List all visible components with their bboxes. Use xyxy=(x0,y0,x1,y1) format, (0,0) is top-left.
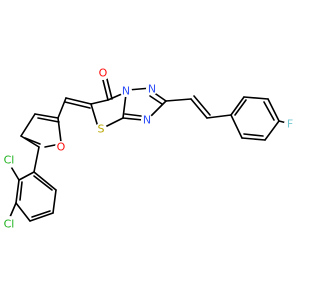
bond xyxy=(33,171,57,191)
nitrogen-label: N xyxy=(120,85,132,98)
atom-O-1: O xyxy=(99,67,108,80)
bond xyxy=(52,189,57,214)
chlorine-label: Cl xyxy=(1,216,17,232)
bonds xyxy=(9,78,288,222)
molecule-canvas: O N N N S O Cl Cl xyxy=(1,66,296,232)
bond xyxy=(230,96,245,116)
bond xyxy=(234,99,247,116)
bond xyxy=(90,103,99,128)
bond xyxy=(44,144,56,148)
bond xyxy=(29,212,54,222)
oxygen-carbonyl-label: O xyxy=(96,66,110,80)
bond xyxy=(90,99,109,105)
nitrogen-label: N xyxy=(141,114,153,127)
bond xyxy=(165,98,192,102)
bond xyxy=(230,114,243,139)
bond xyxy=(104,117,124,128)
bond xyxy=(64,101,91,109)
atom-labels: O N N N S O Cl Cl xyxy=(1,66,296,232)
bond xyxy=(243,133,264,137)
bond xyxy=(122,93,127,119)
bond xyxy=(15,202,31,222)
bond xyxy=(263,101,275,121)
bond xyxy=(241,137,266,141)
bond xyxy=(193,95,211,116)
bond xyxy=(33,146,40,173)
bond xyxy=(267,98,280,122)
bond xyxy=(18,171,35,181)
bond xyxy=(15,179,20,204)
atom-Cl-2: Cl xyxy=(4,218,15,231)
atom-N-1: N xyxy=(122,85,130,98)
bond xyxy=(31,210,51,218)
bond xyxy=(33,175,53,191)
bond xyxy=(149,100,167,118)
bond xyxy=(190,98,208,119)
bond xyxy=(122,117,144,121)
atom-O-2: O xyxy=(57,141,66,154)
bond xyxy=(206,114,232,119)
atom-N-3: N xyxy=(143,114,151,127)
bond xyxy=(37,117,60,123)
bond xyxy=(9,202,17,218)
bond xyxy=(20,113,36,137)
bond xyxy=(65,97,92,105)
structure-diagram: O N N N S O Cl Cl xyxy=(1,66,296,232)
bond xyxy=(243,96,269,100)
sulfur-label: S xyxy=(95,123,107,136)
oxygen-furan-label: O xyxy=(55,141,67,154)
bond xyxy=(264,120,280,141)
atom-Cl-1: Cl xyxy=(4,154,15,167)
fluorine-label: F xyxy=(284,118,296,131)
chlorine-label: Cl xyxy=(1,152,17,168)
bond xyxy=(124,113,142,117)
bond xyxy=(106,78,113,100)
bond xyxy=(149,95,163,105)
atom-N-2: N xyxy=(148,83,156,96)
atom-F-1: F xyxy=(287,118,293,131)
bond xyxy=(20,135,40,148)
bond xyxy=(24,137,41,145)
bond xyxy=(34,113,59,119)
bond xyxy=(102,79,109,101)
nitrogen-label: N xyxy=(146,83,158,96)
bond xyxy=(19,181,23,201)
atom-S-1: S xyxy=(98,123,105,136)
bond xyxy=(57,97,67,119)
